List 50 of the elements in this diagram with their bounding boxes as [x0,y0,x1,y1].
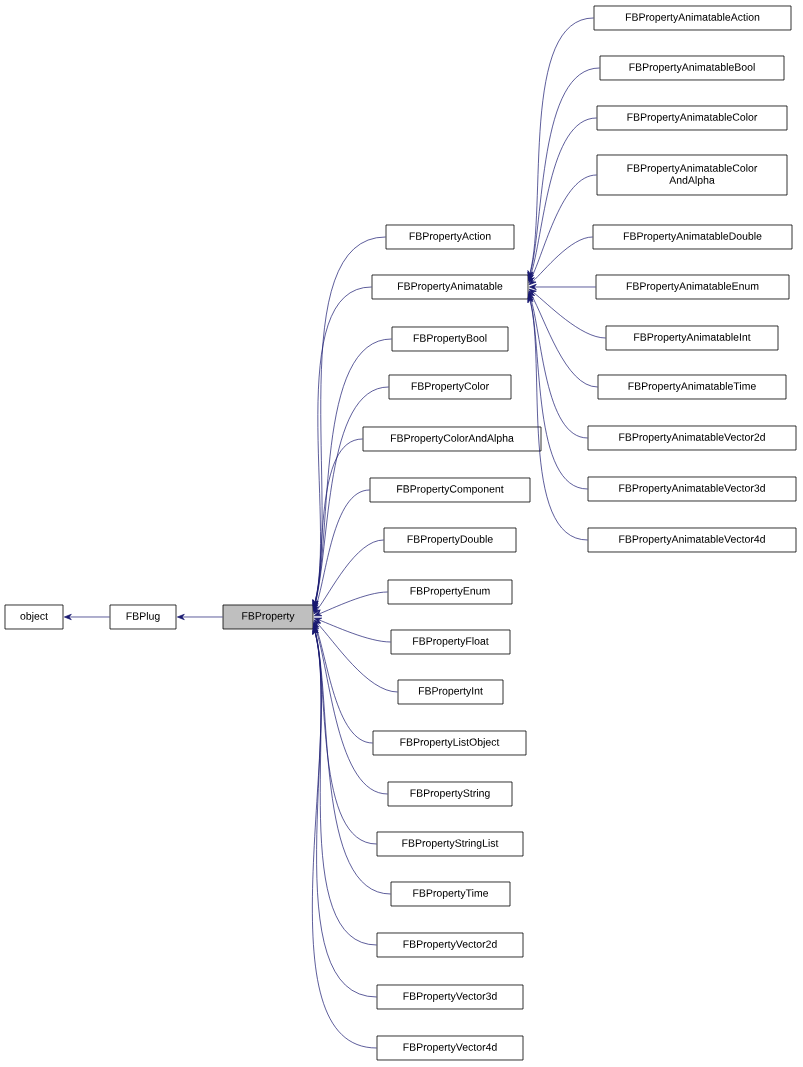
class-box: FBPlug [109,604,177,630]
class-box: FBPropertyVector4d [376,1035,524,1061]
arrow [529,283,596,291]
class-box: FBPropertyAction [385,224,515,250]
class-box: FBPropertyColor [388,374,512,400]
arrow [528,288,606,339]
class-box: FBPropertyAnimatableTime [597,374,787,400]
class-box: object [4,604,64,630]
arrow [313,489,370,613]
class-box: FBPropertyAnimatableDouble [592,224,793,250]
class-box: FBPropertyAnimatableAction [593,5,792,31]
class-box: FBPropertyComponent [369,477,531,503]
class-box: FBPropertyBool [391,326,509,352]
class-box: FBPropertyVector3d [376,984,524,1010]
class-box: FBPropertyAnimatableColor [596,105,788,131]
class-box: FBPropertyFloat [390,629,511,655]
arrow [313,619,398,693]
class-box: FBPropertyAnimatableColor AndAlpha [596,154,788,196]
arrow [528,117,597,282]
class-box: FBPropertyAnimatableBool [599,55,785,81]
class-box: FBPropertyStringList [376,831,524,857]
class-box: FBPropertyColorAndAlpha [362,426,542,452]
arrow [527,293,588,490]
class-box: FBPropertyEnum [387,579,513,605]
class-box: FBPropertyAnimatableInt [605,325,779,351]
class-box: FBPropertyAnimatableEnum [595,274,790,300]
arrow [313,617,391,643]
arrow [528,174,597,284]
arrow [313,622,388,795]
class-box: FBPropertyAnimatable [371,274,529,300]
arrow [312,624,377,845]
class-box: FBPropertyTime [390,881,511,907]
class-box: FBPropertyAnimatableVector3d [587,476,797,502]
arrow [527,292,588,439]
class-box: FBPropertyAnimatableVector4d [587,527,797,553]
arrow [527,295,588,541]
class-box: FBPropertyInt [397,679,504,705]
arrow [313,539,384,615]
class-box: FBPropertyString [387,781,513,807]
arrow [177,613,223,621]
class-box: FBPropertyVector2d [376,932,524,958]
class-box: FBPropertyAnimatableVector2d [587,425,797,451]
arrow [64,613,110,621]
arrow [528,236,593,286]
arrow [528,290,598,388]
arrow [313,621,373,744]
arrow [313,591,388,617]
class-box: FBProperty [222,604,314,630]
class-box: FBPropertyListObject [372,730,527,756]
class-box: FBPropertyDouble [383,527,517,553]
